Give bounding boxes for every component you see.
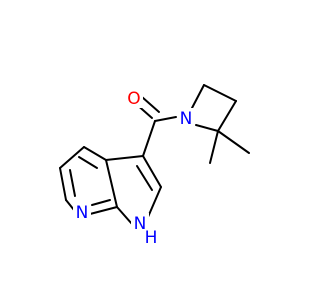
bond-c6-n7 <box>65 199 75 211</box>
bond-n7-c7a-2 <box>91 199 111 206</box>
atom-oxygen: O <box>127 89 140 109</box>
structure-diagram: O N N N H <box>59 84 250 248</box>
bond-c3-c3a <box>105 155 144 161</box>
molecule-canvas: O N N N H <box>59 84 250 248</box>
bond-ch2-ch2 <box>203 84 237 102</box>
bond-c3-c2-1 <box>142 155 162 188</box>
atom-hydrogen: H <box>145 228 158 248</box>
bond-n7-c7a-1 <box>89 206 118 215</box>
bond-c3-c2-2 <box>136 165 153 191</box>
bond-carbonyl-double-2 <box>141 96 160 113</box>
bond-c4-c5 <box>59 146 85 169</box>
atom-nitrogen-pyridine: N <box>76 203 89 223</box>
bond-n1-c7a <box>116 206 133 225</box>
bond-n-ch2 <box>191 84 205 109</box>
bond-c5-c6-1 <box>59 167 67 201</box>
bond-carbonyl-n <box>154 116 177 122</box>
bond-cq-n <box>195 124 219 132</box>
atom-nitrogen-azetidine: N <box>180 109 193 129</box>
bond-methyl-2 <box>217 130 250 154</box>
bond-carbonyl-c3 <box>142 120 156 157</box>
bond-methyl-1 <box>209 130 219 164</box>
bond-ch2-cq <box>217 100 237 132</box>
bond-c5-c6-2 <box>69 169 76 197</box>
bond-c2-n1 <box>147 186 162 218</box>
bond-c3a-c4-2 <box>78 156 98 169</box>
bond-c3a-c7a <box>105 159 118 208</box>
bond-c3a-c4-1 <box>83 146 107 161</box>
